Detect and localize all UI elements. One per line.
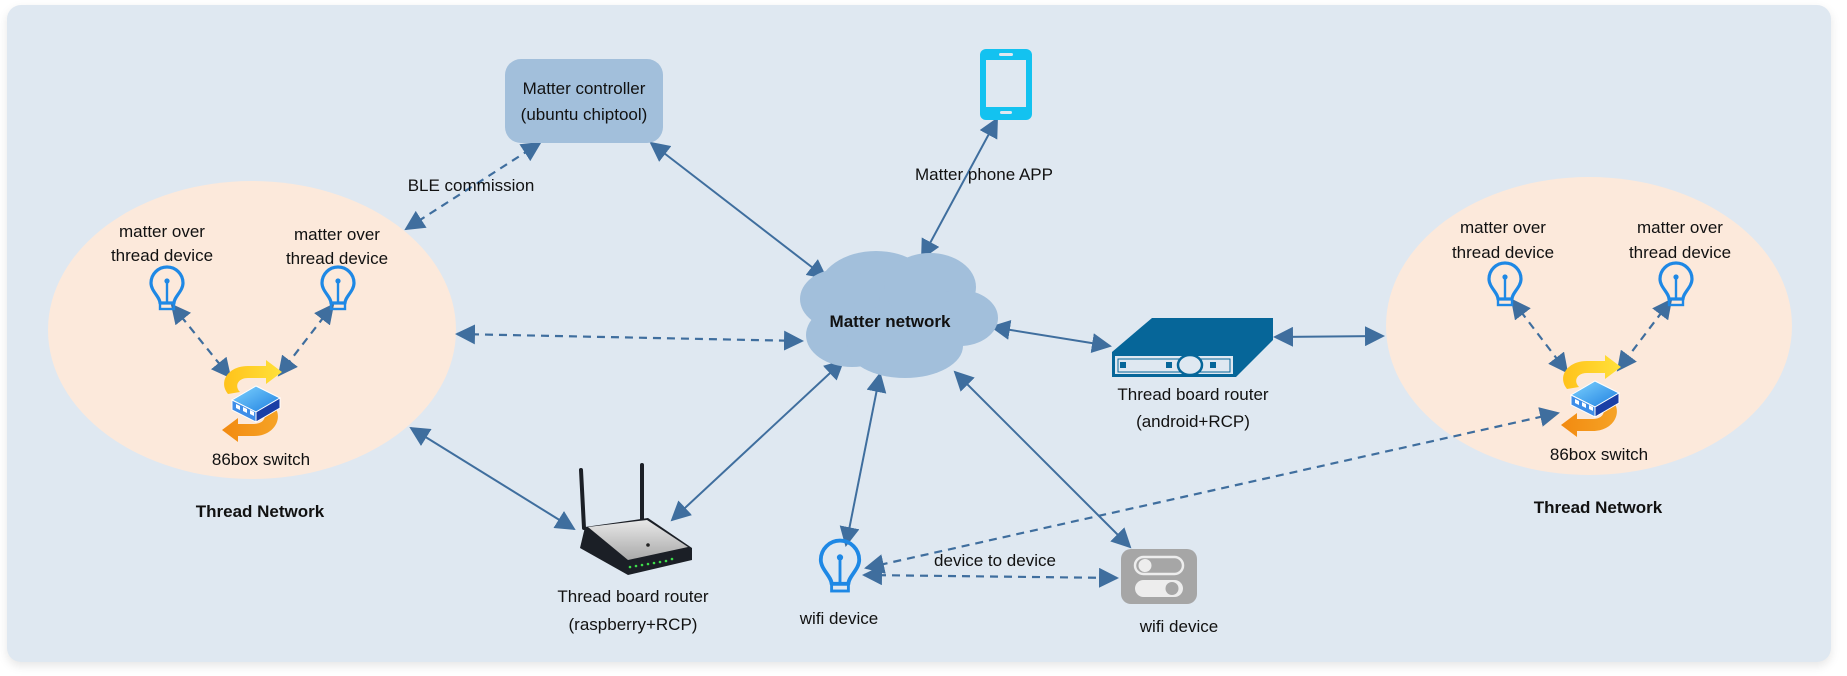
thread-device-label-line1: matter over bbox=[1637, 218, 1723, 237]
thread-device-label-line2: thread device bbox=[1452, 243, 1554, 262]
thread-device-label-line2: thread device bbox=[111, 246, 213, 265]
edge-ble-commission bbox=[404, 141, 542, 231]
lightbulb-icon bbox=[818, 538, 862, 593]
thread-network-title: Thread Network bbox=[1534, 498, 1663, 517]
edge-cloud-android-router bbox=[990, 319, 1112, 354]
86box-switch-label: 86box switch bbox=[212, 450, 310, 469]
wifi-router-icon bbox=[579, 463, 692, 575]
edge-controller-cloud bbox=[649, 141, 828, 280]
thread-device-label-line1: matter over bbox=[1460, 218, 1546, 237]
edge-left-device1-switch bbox=[170, 303, 232, 379]
86box-switch-label: 86box switch bbox=[1550, 445, 1648, 464]
wifi-bulb-label: wifi device bbox=[799, 609, 878, 628]
wifi-switch-label: wifi device bbox=[1139, 617, 1218, 636]
router-box-icon bbox=[1112, 318, 1273, 377]
matter-phone-node[interactable] bbox=[980, 49, 1032, 120]
d2d-label: device to device bbox=[934, 551, 1056, 570]
edge-cloud-wifi-bulb bbox=[839, 372, 887, 547]
raspberry-router-node[interactable]: Thread board router (raspberry+RCP) bbox=[557, 463, 709, 634]
wifi-bulb-node[interactable]: wifi device bbox=[799, 538, 878, 628]
thread-device-label-line2: thread device bbox=[286, 249, 388, 268]
edges-dashed bbox=[170, 141, 1673, 588]
raspberry-router-label-line1: Thread board router bbox=[557, 587, 709, 606]
edge-phone-cloud bbox=[921, 117, 998, 260]
ble-commission-label: BLE commission bbox=[408, 176, 535, 195]
edge-cloud-wifi-switch bbox=[953, 370, 1132, 549]
thread-device-label-line2: thread device bbox=[1629, 243, 1731, 262]
thread-zone-right bbox=[1386, 177, 1792, 475]
smartphone-icon bbox=[980, 49, 1032, 120]
android-router-node[interactable]: Thread board router (android+RCP) bbox=[1112, 318, 1273, 431]
edge-d2d bbox=[862, 565, 1119, 588]
edge-android-router-thread-right bbox=[1273, 326, 1385, 347]
thread-network-title: Thread Network bbox=[196, 502, 325, 521]
thread-network-left[interactable]: matter over thread device matter over th… bbox=[111, 222, 388, 521]
raspberry-router-label-line2: (raspberry+RCP) bbox=[569, 615, 698, 634]
android-router-label-line1: Thread board router bbox=[1117, 385, 1269, 404]
cloud-icon bbox=[800, 251, 998, 378]
edge-thread-left-cloud bbox=[455, 324, 804, 351]
matter-controller-node[interactable]: Matter controller (ubuntu chiptool) bbox=[505, 59, 663, 143]
thread-device-label-line1: matter over bbox=[119, 222, 205, 241]
thread-zone-left bbox=[48, 181, 456, 479]
edge-thread-left-raspberry-router bbox=[409, 426, 576, 531]
wifi-switch-node[interactable]: wifi device bbox=[1121, 549, 1218, 636]
cloud-label: Matter network bbox=[830, 312, 951, 331]
edge-left-device2-switch bbox=[277, 303, 335, 377]
controller-label-line1: Matter controller bbox=[523, 79, 646, 98]
edge-wifi-bulb-thread-right-switch bbox=[864, 407, 1560, 574]
thread-device-label-line1: matter over bbox=[294, 225, 380, 244]
edge-right-device2-switch bbox=[1616, 298, 1673, 372]
thread-network-right[interactable]: matter over thread device matter over th… bbox=[1452, 218, 1731, 517]
edge-right-device1-switch bbox=[1510, 298, 1569, 374]
edge-cloud-raspberry-router bbox=[670, 359, 845, 522]
phone-label: Matter phone APP bbox=[915, 165, 1053, 184]
android-router-label-line2: (android+RCP) bbox=[1136, 412, 1250, 431]
matter-network-cloud[interactable]: Matter network bbox=[800, 251, 998, 378]
controller-label-line2: (ubuntu chiptool) bbox=[521, 105, 648, 124]
toggle-switch-icon bbox=[1121, 549, 1197, 604]
